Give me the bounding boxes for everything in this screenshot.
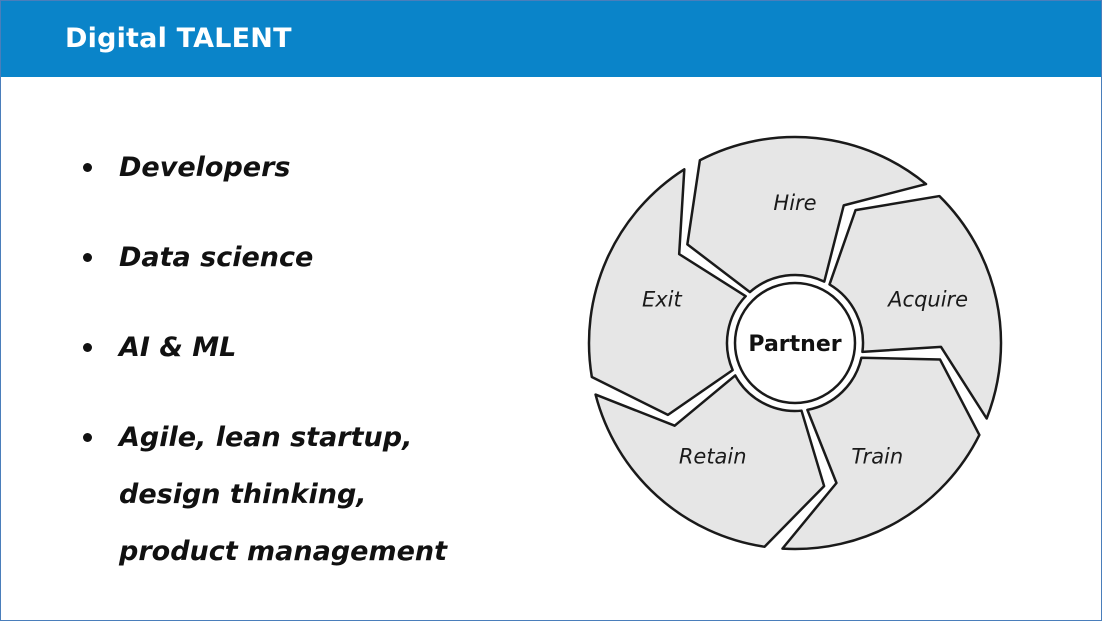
wheel-label-retain: Retain [679, 444, 747, 468]
wheel-segment-hire [686, 135, 928, 294]
wheel-segment-exit [587, 168, 747, 417]
bullet-item: AI & ML [79, 319, 549, 376]
bullet-list: Developers Data science AI & ML Agile, l… [79, 139, 549, 613]
title-bar: Digital TALENT [1, 1, 1101, 77]
wheel-segment-train [781, 356, 981, 551]
slide-title: Digital TALENT [65, 23, 292, 54]
wheel-label-hire: Hire [773, 191, 816, 215]
bullet-item: Agile, lean startup, design thinking, pr… [79, 409, 549, 580]
bullet-text: design thinking, [119, 479, 367, 510]
bullet-dot-icon [83, 343, 92, 352]
bullet-text: Data science [119, 242, 314, 273]
bullet-dot-icon [83, 433, 92, 442]
bullet-dot-icon [83, 253, 92, 262]
bullet-text: Developers [119, 152, 291, 183]
bullet-text: Agile, lean startup, [119, 422, 413, 453]
wheel-segment-retain [594, 374, 826, 548]
wheel-hub [733, 281, 857, 405]
wheel-label-exit: Exit [642, 288, 683, 312]
wheel-label-train: Train [851, 444, 903, 468]
bullet-text: AI & ML [119, 332, 237, 363]
bullet-item: Developers [79, 139, 549, 196]
bullet-text: product management [119, 536, 448, 567]
bullet-dot-icon [83, 163, 92, 172]
wheel-hub-label: Partner [748, 332, 841, 357]
wheel-label-acquire: Acquire [886, 288, 968, 312]
wheel-segment-acquire [828, 194, 1003, 420]
bullet-item: Data science [79, 229, 549, 286]
